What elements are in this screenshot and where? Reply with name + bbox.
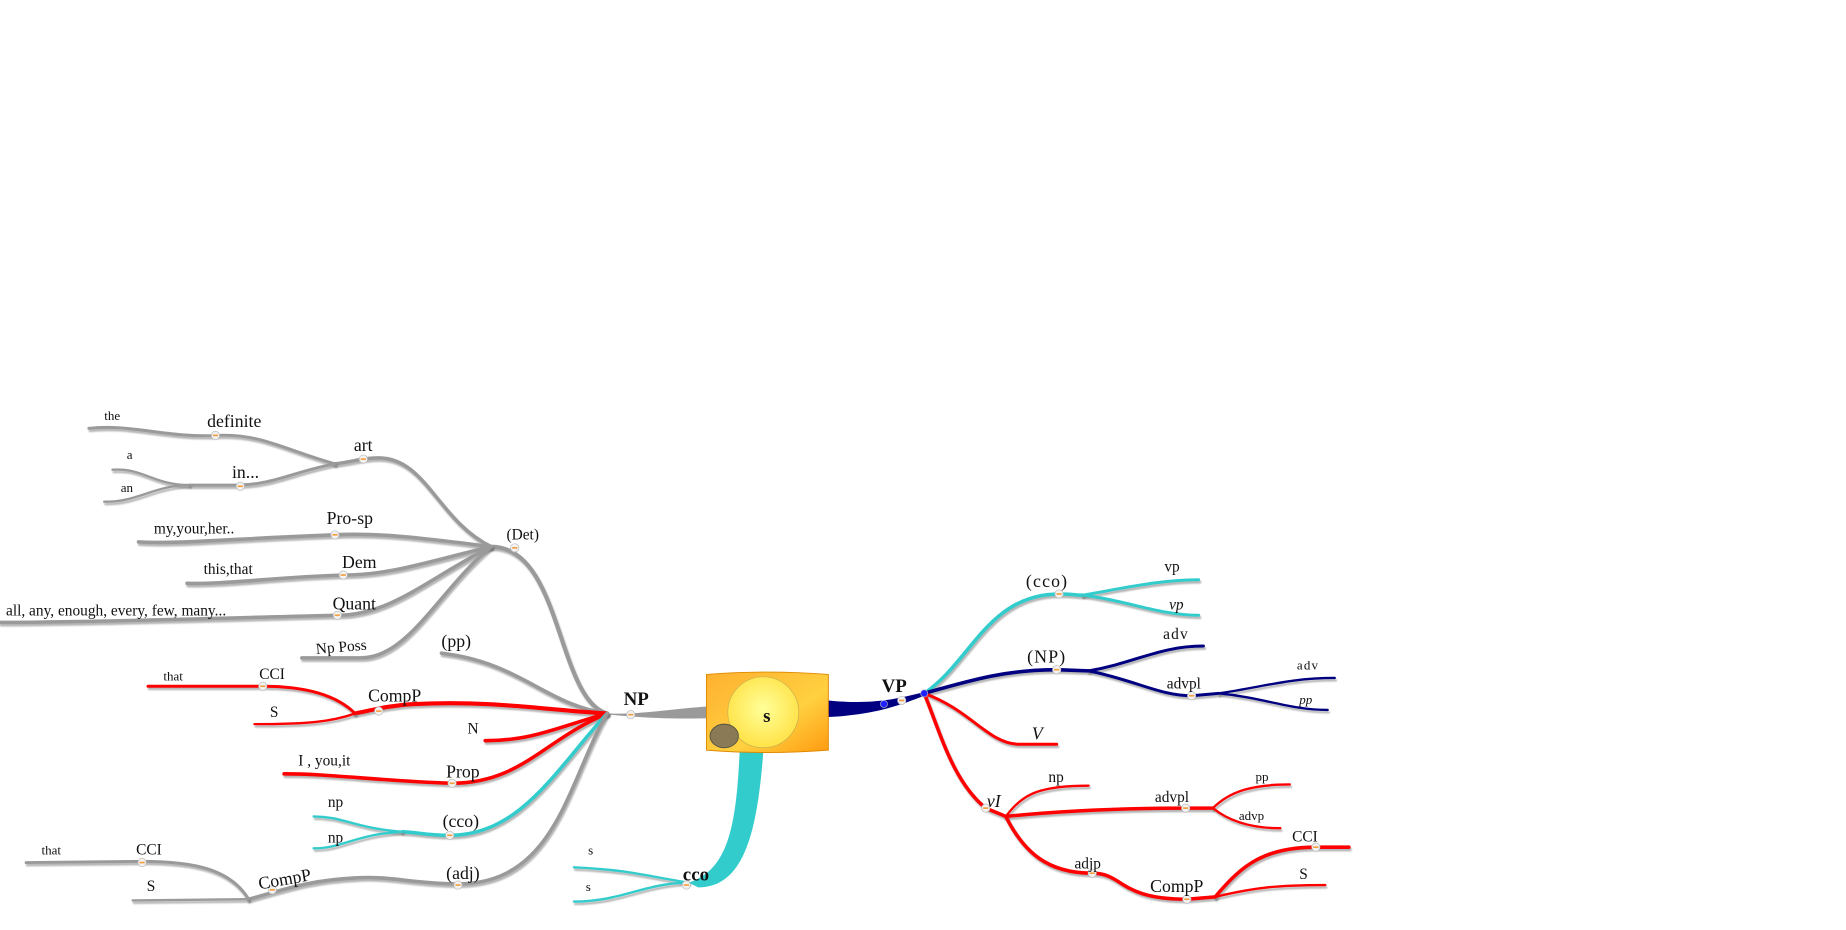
- node-adjp[interactable]: adjp: [1074, 855, 1101, 872]
- node-det[interactable]: (Det): [507, 527, 539, 544]
- leaf-adv[interactable]: adv: [1163, 626, 1189, 643]
- leaf-vp[interactable]: vp: [1164, 558, 1180, 575]
- collapse-knobs[interactable]: [137, 430, 1321, 904]
- connector-dot[interactable]: [880, 700, 888, 708]
- leaf-s[interactable]: S: [270, 704, 279, 721]
- leaf-np[interactable]: np: [328, 794, 344, 811]
- edge-cco-trunk: [688, 752, 764, 888]
- node-vi-compp[interactable]: CompP: [1150, 876, 1203, 896]
- cco-branches: [572, 866, 690, 903]
- leaf-np[interactable]: np: [328, 829, 344, 846]
- node-dem[interactable]: Dem: [342, 552, 377, 572]
- central-topic-label: s: [763, 706, 770, 727]
- node-art[interactable]: art: [354, 435, 373, 455]
- leaf-a[interactable]: a: [127, 447, 133, 462]
- node-definite[interactable]: definite: [207, 411, 261, 431]
- leaf-pp[interactable]: pp: [1298, 692, 1313, 707]
- leaf-np[interactable]: np: [1048, 769, 1064, 786]
- leaf-s[interactable]: S: [1299, 866, 1308, 883]
- central-topic[interactable]: s: [706, 671, 829, 753]
- leaf-possessives[interactable]: my,your,her..: [154, 521, 234, 538]
- leaf-quantifiers[interactable]: all, any, enough, every, few, many...: [6, 602, 226, 619]
- edge-vp-trunk: [828, 692, 925, 718]
- node-np-poss[interactable]: Np Poss: [315, 637, 367, 658]
- node-vp-np[interactable]: (NP): [1027, 647, 1066, 667]
- det-branch: [0, 425, 610, 716]
- node-pro-sp[interactable]: Pro-sp: [327, 508, 373, 528]
- node-adj-cci[interactable]: CCI: [136, 841, 162, 858]
- node-indefinite[interactable]: in...: [232, 462, 259, 482]
- leaf-s[interactable]: s: [588, 842, 593, 857]
- leaf-that[interactable]: that: [163, 668, 183, 683]
- node-quant[interactable]: Quant: [333, 593, 376, 613]
- node-compp[interactable]: CompP: [368, 686, 421, 706]
- leaf-advp[interactable]: advp: [1239, 808, 1264, 823]
- node-vi-cci[interactable]: CCI: [1292, 828, 1318, 845]
- node-vp-cco[interactable]: (cco): [1026, 571, 1068, 591]
- node-v[interactable]: V: [1032, 724, 1045, 744]
- leaf-pronouns[interactable]: I , you,it: [298, 753, 351, 770]
- node-vi-advpl[interactable]: advpl: [1155, 789, 1189, 806]
- node-pp[interactable]: (pp): [441, 631, 471, 651]
- node-advpl[interactable]: advpl: [1167, 676, 1201, 693]
- node-np[interactable]: NP: [624, 689, 650, 710]
- node-n[interactable]: N: [467, 721, 478, 738]
- node-adj-compp[interactable]: CompP: [257, 864, 313, 893]
- leaf-that[interactable]: that: [42, 842, 62, 857]
- node-vi[interactable]: vI: [987, 791, 1002, 811]
- leaf-the[interactable]: the: [104, 408, 120, 423]
- node-vp[interactable]: VP: [882, 676, 908, 697]
- edge-np-trunk: [607, 706, 708, 719]
- leaf-an[interactable]: an: [121, 480, 134, 495]
- node-np-cco[interactable]: (cco): [443, 811, 480, 831]
- vp-branches: [922, 578, 1351, 902]
- leaf-demonstratives[interactable]: this,that: [204, 561, 254, 578]
- node-cco[interactable]: cco: [683, 864, 709, 885]
- leaf-adv[interactable]: adv: [1297, 658, 1319, 673]
- np-lower-branches: [24, 711, 609, 902]
- leaf-vp[interactable]: vp: [1169, 596, 1184, 613]
- leaf-pp[interactable]: pp: [1255, 769, 1268, 784]
- node-adj[interactable]: (adj): [446, 863, 480, 883]
- leaf-s[interactable]: s: [586, 879, 591, 894]
- node-prop[interactable]: Prop: [446, 761, 480, 781]
- node-cci[interactable]: CCI: [259, 666, 285, 683]
- connector-dot[interactable]: [920, 689, 929, 698]
- lightbulb-icon: [727, 676, 800, 749]
- labels: NP VP cco (Det) art definite the in... a…: [6, 408, 1319, 896]
- leaf-s[interactable]: S: [147, 878, 156, 895]
